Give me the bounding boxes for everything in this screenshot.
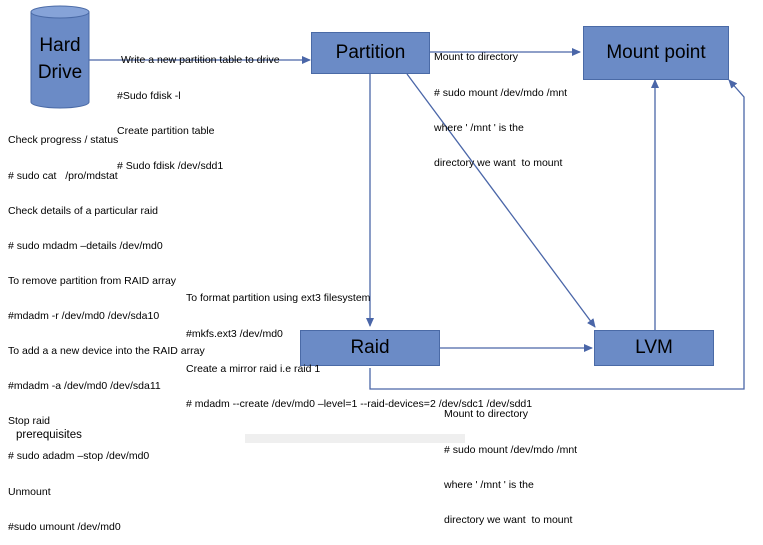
- footer-prerequisites: prerequisites: [16, 429, 82, 441]
- label-line: Create partition table: [117, 124, 215, 137]
- label-line: To remove partition from RAID array: [8, 274, 177, 287]
- label-line: #Sudo fdisk -l: [117, 89, 181, 102]
- label-drive-to-partition: Write a new partition table to drive #Su…: [117, 32, 280, 184]
- label-line: # sudo cat /pro/mdstat: [8, 169, 118, 182]
- label-line: # sudo adadm –stop /dev/md0: [8, 450, 150, 463]
- label-line: #sudo umount /dev/md0: [8, 520, 121, 533]
- label-line: #mdadm -a /dev/md0 /dev/sda11: [8, 380, 161, 393]
- label-line: # sudo mount /dev/mdo /mnt: [434, 86, 568, 99]
- label-raid-management: Check progress / status # sudo cat /pro/…: [8, 112, 205, 545]
- node-partition: Partition: [311, 32, 430, 74]
- label-line: # mdadm --create /dev/md0 –level=1 --rai…: [186, 397, 533, 410]
- label-line: Stop raid: [8, 415, 51, 428]
- arrow-partition-to-lvm: [406, 73, 596, 328]
- label-line: Write a new partition table to drive: [121, 54, 280, 67]
- label-line: where ' /mnt ' is the: [444, 478, 534, 491]
- label-line: Create a mirror raid i.e raid 1: [186, 362, 321, 375]
- label-line: where ' /mnt ' is the: [434, 121, 524, 134]
- label-line: Unmount: [8, 485, 51, 498]
- hard-drive-cylinder: [30, 5, 90, 109]
- label-line: #mdadm -r /dev/md0 /dev/sda10: [8, 309, 160, 322]
- label-raid-to-mount: Mount to directory # sudo mount /dev/mdo…: [444, 386, 577, 538]
- label-line: # sudo mdadm –details /dev/md0: [8, 239, 163, 252]
- label-line: directory we want to mount: [434, 156, 563, 169]
- label-line: # sudo mount /dev/mdo /mnt: [444, 443, 578, 456]
- label-partition-to-raid: To format partition using ext3 filesyste…: [186, 270, 532, 422]
- label-line: Mount to directory: [434, 51, 519, 64]
- bottom-scroll-strip: [245, 434, 465, 443]
- label-line: To add a a new device into the RAID arra…: [8, 345, 205, 358]
- arrow-raid-to-mount: [369, 79, 745, 390]
- label-line: Check progress / status: [8, 134, 119, 147]
- node-raid: Raid: [300, 330, 440, 366]
- node-lvm: LVM: [594, 330, 714, 366]
- node-hard-drive: Hard Drive: [30, 32, 90, 86]
- label-line: To format partition using ext3 filesyste…: [186, 292, 371, 305]
- node-mount-point: Mount point: [583, 26, 729, 80]
- label-line: Mount to directory: [444, 408, 529, 421]
- label-line: Check details of a particular raid: [8, 204, 158, 217]
- node-hard-drive-line-2: Drive: [37, 62, 83, 83]
- node-hard-drive-line-1: Hard: [39, 35, 81, 56]
- label-partition-to-mount: Mount to directory # sudo mount /dev/mdo…: [434, 29, 567, 181]
- arrows-layer: [30, 5, 745, 390]
- label-line: # Sudo fdisk /dev/sdd1: [117, 159, 224, 172]
- label-line: #mkfs.ext3 /dev/md0: [186, 327, 283, 340]
- label-line: directory we want to mount: [444, 513, 573, 526]
